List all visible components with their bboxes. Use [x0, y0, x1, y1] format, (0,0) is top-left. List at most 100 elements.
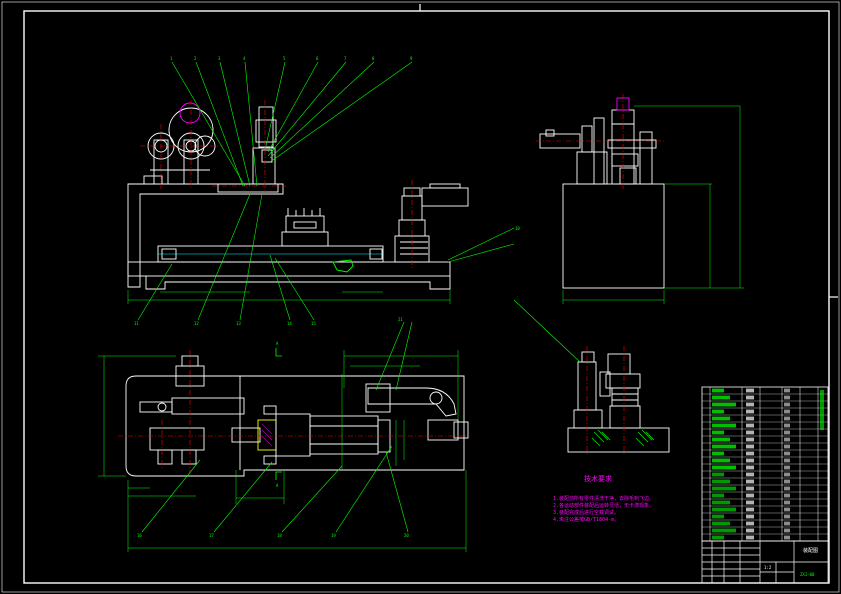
balloon-14: 14	[287, 321, 292, 326]
bom-name-cell-mark	[712, 507, 736, 512]
bom-table	[701, 386, 829, 542]
bom-code-cell-mark	[746, 521, 754, 526]
balloon-18: 18	[277, 533, 282, 538]
bom-material-cell-mark	[784, 444, 790, 449]
bom-name-cell-mark	[712, 486, 736, 491]
balloon-10: 10	[515, 226, 520, 231]
bom-material-cell-mark	[784, 486, 790, 491]
bom-name-cell-mark	[712, 479, 730, 484]
section-view-leader	[513, 299, 581, 363]
bom-code-cell-mark	[746, 388, 754, 393]
bom-code-cell-mark	[746, 528, 754, 533]
title-block-scale: 1:2	[764, 565, 772, 570]
balloon-19: 19	[331, 533, 336, 538]
sheet-inner-frame	[23, 10, 830, 584]
bom-name-cell-mark	[712, 514, 724, 519]
bom-code-cell-mark	[746, 486, 754, 491]
section-view-hatch	[591, 429, 655, 447]
balloon-21: 21	[398, 317, 403, 322]
bom-material-cell-mark	[784, 514, 790, 519]
bom-name-cell-mark	[712, 472, 724, 477]
balloon-5: 5	[283, 56, 286, 61]
bom-name-cell-mark	[712, 493, 724, 498]
tech-req-line-1: 1.装配前所有零件清洗干净，去除毛刺飞边。	[553, 495, 654, 502]
bom-code-cell-mark	[746, 535, 754, 540]
balloon-7: 7	[344, 56, 347, 61]
front-view	[127, 106, 469, 290]
title-block	[701, 540, 829, 584]
bom-material-cell-mark	[784, 493, 790, 498]
bom-name-cell-mark	[712, 416, 730, 421]
bom-material-cell-mark	[784, 451, 790, 456]
bom-name-cell-mark	[712, 451, 724, 456]
section-mark-top: A	[276, 341, 279, 346]
bom-name-cell-mark	[712, 388, 724, 393]
tech-req-line-2: 2.各运动部件装配后运转灵活，无卡滞现象。	[553, 502, 654, 509]
balloon-17: 17	[209, 533, 214, 538]
bom-name-cell-mark	[712, 465, 736, 470]
front-view-dimensions	[127, 290, 451, 304]
bom-material-cell-mark	[784, 388, 790, 393]
balloon-9: 9	[410, 56, 413, 61]
bom-code-cell-mark	[746, 451, 754, 456]
bom-material-cell-mark	[784, 402, 790, 407]
title-block-drawing-no: ZXJ-00	[800, 572, 815, 577]
bom-material-cell-mark	[784, 535, 790, 540]
balloon-13: 13	[236, 321, 241, 326]
bom-material-cell-mark	[784, 465, 790, 470]
bom-name-cell-mark	[712, 430, 724, 435]
bom-material-cell-mark	[784, 430, 790, 435]
bom-name-cell-mark	[712, 500, 730, 505]
bom-code-cell-mark	[746, 472, 754, 477]
front-view-leaders	[137, 61, 515, 321]
bom-code-cell-mark	[746, 507, 754, 512]
section-view	[567, 351, 670, 453]
balloon-1: 1	[170, 56, 173, 61]
balloon-20: 20	[404, 533, 409, 538]
bom-code-cell-mark	[746, 479, 754, 484]
bom-code-cell-mark	[746, 500, 754, 505]
bom-name-cell-mark	[712, 409, 724, 414]
bom-name-cell-mark	[712, 423, 736, 428]
bom-name-cell-mark	[712, 395, 730, 400]
bom-name-cell-mark	[712, 437, 730, 442]
balloon-11: 11	[134, 321, 139, 326]
bom-material-cell-mark	[784, 521, 790, 526]
plan-view	[125, 355, 469, 477]
bom-code-cell-mark	[746, 458, 754, 463]
bom-code-cell-mark	[746, 402, 754, 407]
bom-name-cell-mark	[712, 521, 730, 526]
balloon-15: 15	[311, 321, 316, 326]
bom-code-cell-mark	[746, 514, 754, 519]
bom-name-cell-mark	[712, 444, 736, 449]
bom-material-cell-mark	[784, 472, 790, 477]
section-view-centerlines	[586, 346, 625, 456]
balloon-2: 2	[194, 56, 197, 61]
bom-material-cell-mark	[784, 507, 790, 512]
front-view-centerlines	[140, 100, 413, 268]
bom-material-cell-mark	[784, 437, 790, 442]
plan-view-dimensions	[98, 350, 467, 552]
bom-material-cell-mark	[784, 395, 790, 400]
plan-view-centerlines	[118, 350, 470, 474]
bom-code-cell-mark	[746, 395, 754, 400]
bom-material-cell-mark	[784, 500, 790, 505]
section-mark-bottom: A	[276, 483, 279, 488]
bom-code-cell-mark	[746, 465, 754, 470]
bom-material-cell-mark	[784, 416, 790, 421]
bom-material-cell-mark	[784, 528, 790, 533]
bom-code-cell-mark	[746, 409, 754, 414]
bom-code-cell-mark	[746, 416, 754, 421]
bom-code-cell-mark	[746, 444, 754, 449]
balloon-8: 8	[372, 56, 375, 61]
side-view	[539, 97, 665, 289]
bom-name-cell-mark	[712, 535, 724, 540]
side-view-centerlines	[536, 94, 664, 190]
bom-name-cell-mark	[712, 458, 730, 463]
plan-view-hatch	[261, 423, 273, 447]
balloon-3: 3	[218, 56, 221, 61]
balloon-12: 12	[194, 321, 199, 326]
bom-code-cell-mark	[746, 423, 754, 428]
